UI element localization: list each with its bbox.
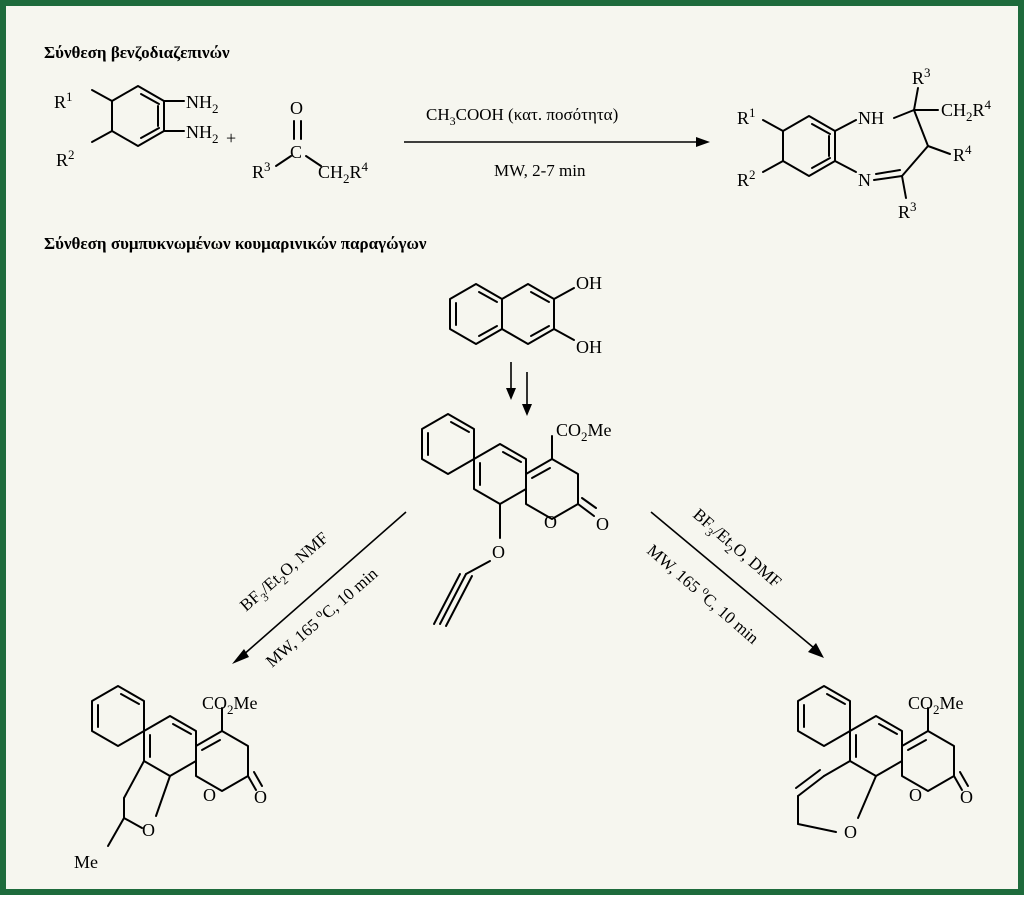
left-product-methyl-label: Me: [74, 852, 98, 872]
product-r1-label: R1: [737, 105, 756, 128]
left-reaction-arrow: [232, 511, 407, 664]
reaction1-arrow: [404, 137, 710, 147]
product-r3-top-label: R3: [912, 65, 931, 88]
right-product-ring-oxygen: O: [909, 785, 922, 805]
reaction-scheme: Σύνθεση βενζοδιαζεπινών Σύνθεση συμπυκνω…: [44, 43, 992, 872]
product-r4-label: R4: [953, 142, 972, 165]
plus-sign: +: [226, 128, 236, 148]
pyran-coumarin-product: CO2Me O O O: [795, 685, 973, 842]
product-r3-bottom-label: R3: [898, 199, 917, 222]
left-product-furan-oxygen: O: [142, 820, 155, 840]
r2-label: R2: [56, 147, 75, 170]
product-r2-label: R2: [737, 167, 756, 190]
right-product-pyran-oxygen: O: [844, 822, 857, 842]
intermediate-carbonyl-oxygen: O: [596, 514, 609, 534]
heading-coumarin-synthesis: Σύνθεση συμπυκνωμένων κουμαρινικών παραγ…: [44, 234, 427, 253]
ketone-r3-label: R3: [252, 159, 271, 182]
oh-lower-label: OH: [576, 337, 602, 357]
left-product-co2me-label: CO2Me: [202, 693, 258, 717]
left-product-ring-oxygen: O: [203, 785, 216, 805]
intermediate-ether-oxygen: O: [492, 542, 505, 562]
nh2-upper-label: NH2: [186, 92, 219, 116]
ketone-oxygen-label: O: [290, 98, 303, 118]
heading-benzodiazepine-synthesis: Σύνθεση βενζοδιαζεπινών: [44, 43, 230, 62]
naphthalenediol-start: OH OH: [449, 273, 602, 357]
propargyl-coumarin-intermediate: CO2Me O O O: [421, 413, 612, 627]
right-reaction-arrow: [650, 511, 824, 658]
ketone-carbon-label: C: [290, 142, 302, 162]
left-condition-1: BF3/Et2O, NMF: [236, 528, 334, 618]
dihydrofuran-coumarin-product: CO2Me O O O Me: [74, 685, 267, 872]
right-product-co2me-label: CO2Me: [908, 693, 964, 717]
diazepine-nh-label: NH: [858, 108, 884, 128]
oh-upper-label: OH: [576, 273, 602, 293]
diamine-reactant: NH2 NH2 R1 R2: [54, 85, 219, 170]
diazepine-n-label: N: [858, 170, 871, 190]
product-ch2r4-label: CH2R4: [941, 97, 992, 124]
reaction1-condition-top: CH3COOH (κατ. ποσότητα): [426, 105, 618, 128]
ketone-reactant: O C R3 CH2R4: [252, 98, 369, 186]
ketone-ch2r4-label: CH2R4: [318, 159, 369, 186]
reaction1-condition-bottom: MW, 2-7 min: [494, 161, 586, 180]
left-product-carbonyl-oxygen: O: [254, 787, 267, 807]
intermediate-co2me-label: CO2Me: [556, 420, 612, 444]
r1-label: R1: [54, 89, 73, 112]
intermediate-ring-oxygen: O: [544, 512, 557, 532]
nh2-lower-label: NH2: [186, 122, 219, 146]
multistep-arrows: [506, 362, 532, 416]
benzodiazepine-product: NH N R3 CH2R4 R4 R3 R1 R2: [737, 65, 992, 222]
right-product-carbonyl-oxygen: O: [960, 787, 973, 807]
